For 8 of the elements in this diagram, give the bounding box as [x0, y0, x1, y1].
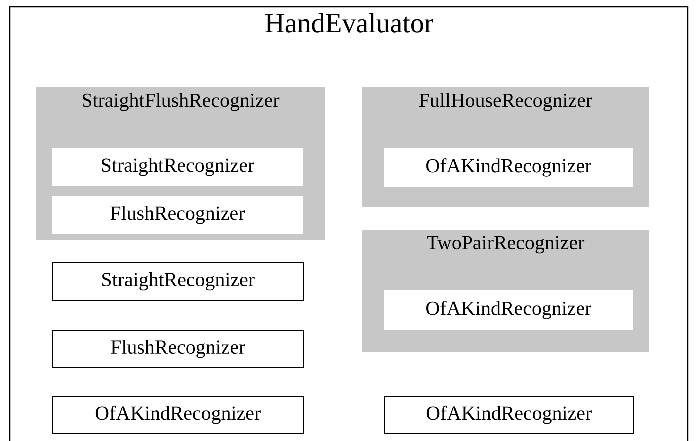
component-box: StraightRecognizer	[52, 148, 304, 186]
component-box: StraightRecognizer	[52, 262, 304, 302]
component-box: FlushRecognizer	[52, 330, 304, 368]
component-box: OfAKindRecognizer	[384, 396, 634, 434]
component-box: OfAKindRecognizer	[384, 148, 634, 188]
component-box: OfAKindRecognizer	[52, 396, 304, 434]
component-box: FlushRecognizer	[52, 196, 304, 234]
component-box: OfAKindRecognizer	[384, 290, 634, 330]
